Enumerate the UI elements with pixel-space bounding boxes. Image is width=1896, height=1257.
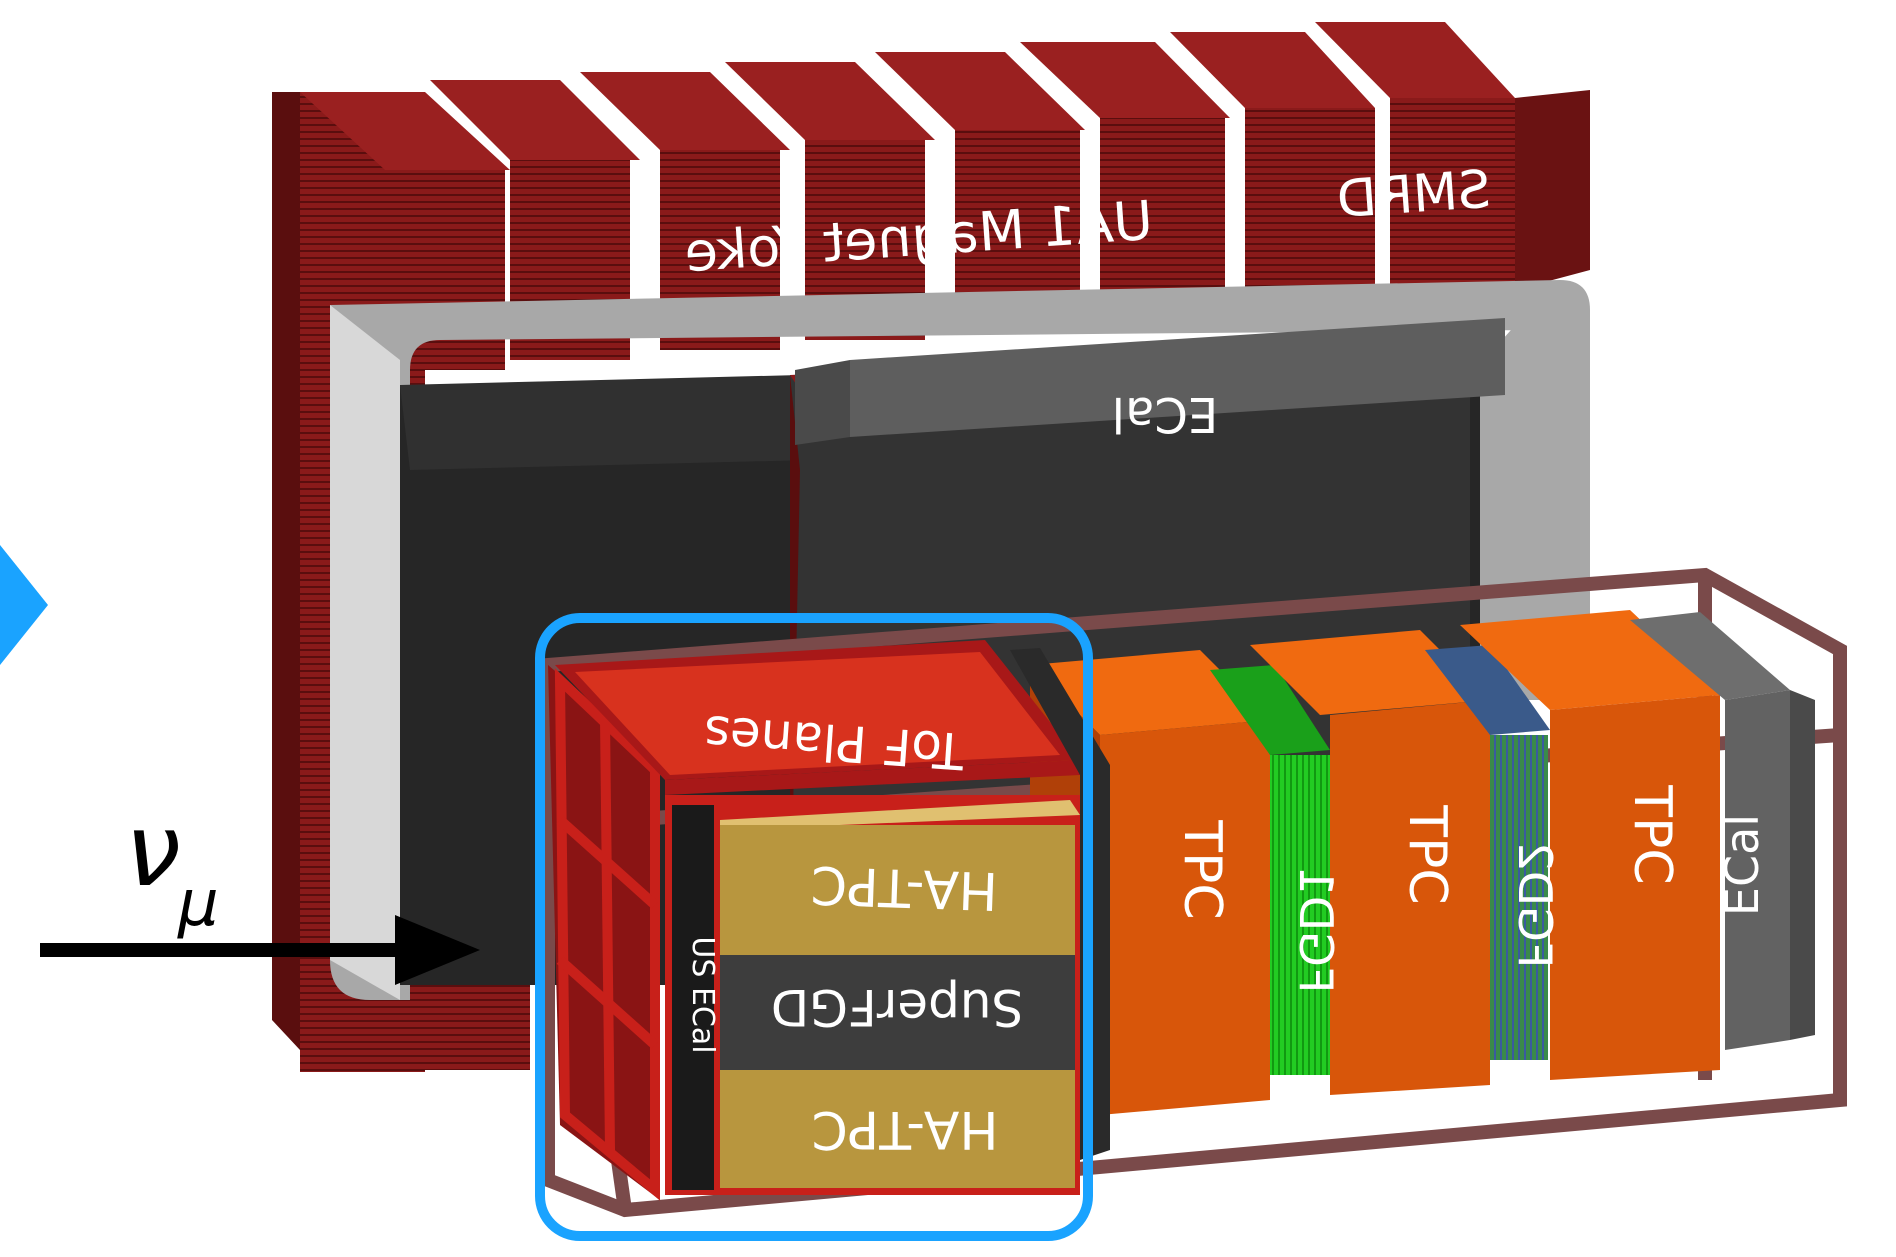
neutrino-symbol: ν xyxy=(125,792,181,909)
us-ecal-strip xyxy=(672,805,714,1190)
hatpc-bottom xyxy=(720,1070,1075,1188)
tpc3-label: TPC xyxy=(1622,784,1682,884)
ecal-top-bar: ECal xyxy=(795,318,1505,445)
blue-arrow-icon xyxy=(0,545,48,665)
tpc1-label: TPC xyxy=(1172,819,1232,919)
us-ecal-label: US ECal xyxy=(685,936,720,1053)
superfgd xyxy=(720,955,1075,1070)
ecal-side-label: ECal xyxy=(1715,814,1769,916)
upstream-module: ToF Planes US ECal HA-TPC SuperFGD HA-TP… xyxy=(548,640,1110,1201)
arrow-head-icon xyxy=(395,915,480,985)
tpc2-label: TPC xyxy=(1397,804,1457,904)
smrd-label: SMRD xyxy=(1335,160,1493,231)
superfgd-label: SuperFGD xyxy=(771,978,1024,1036)
hatpc-top xyxy=(720,825,1075,955)
neutrino-subscript: μ xyxy=(177,867,219,941)
upgrade-highlight-box xyxy=(535,613,1093,1241)
fgd1-label: FGD1 xyxy=(1289,867,1343,994)
hatpc-bottom-label: HA-TPC xyxy=(812,1099,999,1159)
ecal-top-label: ECal xyxy=(1112,386,1219,442)
hatpc-top-label: HA-TPC xyxy=(810,854,999,920)
neutrino-beam-arrow xyxy=(40,915,480,985)
fgd2-label: FGD2 xyxy=(1508,842,1562,969)
